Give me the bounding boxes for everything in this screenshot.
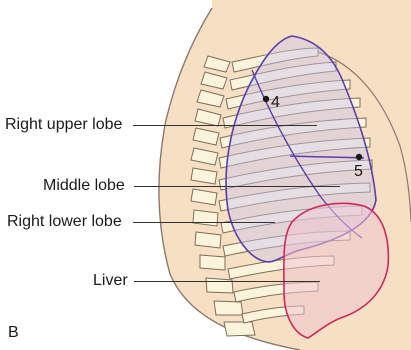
label-right-upper-lobe: Right upper lobe bbox=[5, 116, 122, 134]
vertebra bbox=[214, 301, 243, 315]
marker-dot-5 bbox=[356, 154, 362, 160]
leader-line-right-lower-lobe bbox=[133, 222, 275, 223]
label-right-lower-lobe: Right lower lobe bbox=[7, 213, 122, 231]
label-middle-lobe: Middle lobe bbox=[43, 177, 125, 195]
vertebra bbox=[200, 255, 225, 270]
vertebra bbox=[224, 322, 255, 336]
marker-dot-4 bbox=[263, 96, 269, 102]
leader-line-middle-lobe bbox=[134, 186, 340, 187]
label-liver: Liver bbox=[93, 272, 128, 290]
panel-letter: B bbox=[8, 324, 19, 342]
marker-label-4: 4 bbox=[271, 94, 280, 112]
leader-line-liver bbox=[134, 281, 320, 282]
vertebra bbox=[195, 232, 221, 248]
vertebra bbox=[193, 210, 218, 226]
marker-label-5: 5 bbox=[354, 163, 363, 181]
leader-line-right-upper-lobe bbox=[133, 125, 317, 126]
